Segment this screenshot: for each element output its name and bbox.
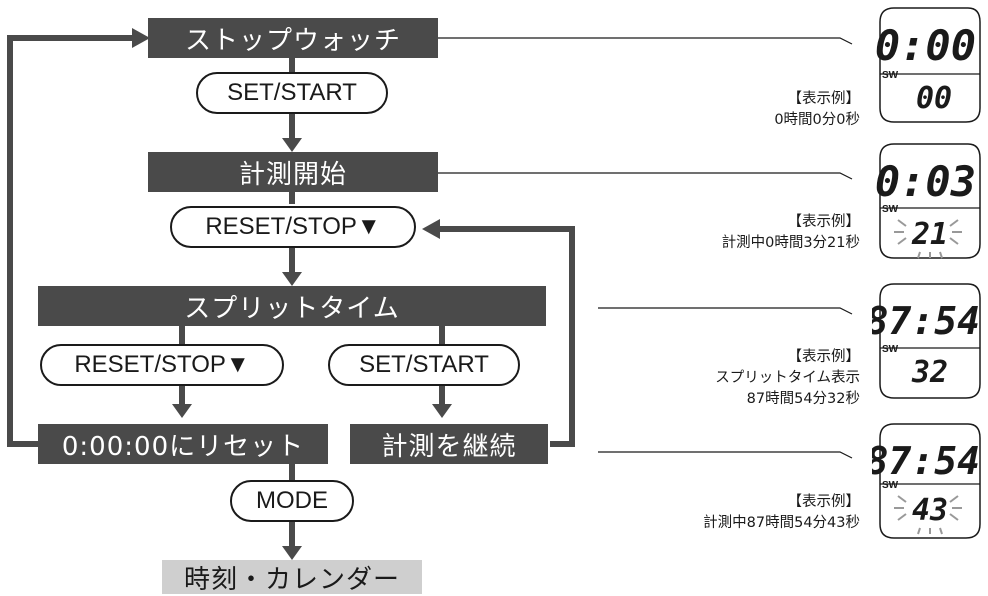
example-desc: 計測中0時間3分21秒 — [721, 235, 860, 251]
example-label: 【表示例】 — [787, 494, 861, 510]
mode-button[interactable]: MODE — [230, 480, 354, 522]
watch-display-3: 87:54 SW 32 — [872, 283, 981, 399]
example-note-3: 【表示例】 スプリットタイム表示 87時間54分32秒 — [650, 347, 860, 410]
watch-top-digits: 0:00 — [875, 21, 976, 70]
watch-display-4: 87:54 SW 43 — [872, 423, 981, 539]
example-label: 【表示例】 — [787, 214, 861, 230]
stopwatch-box: ストップウォッチ — [148, 18, 438, 58]
reset-zero-box: 0:00:00にリセット — [38, 424, 328, 464]
sw-label: SW — [882, 204, 899, 215]
watch-top-digits: 87:54 — [872, 439, 980, 483]
start-measure-box: 計測開始 — [148, 152, 438, 192]
example-note-2: 【表示例】 計測中0時間3分21秒 — [650, 212, 860, 254]
example-note-1: 【表示例】 0時間0分0秒 — [650, 89, 860, 131]
example-label: 【表示例】 — [787, 349, 861, 365]
example-desc2: 87時間54分32秒 — [746, 391, 860, 407]
watch-display-1: 0:00 SW 00 — [875, 7, 981, 123]
example-desc: スプリットタイム表示 — [715, 370, 860, 386]
watch-bottom-digits: 21 — [911, 217, 948, 252]
watch-display-2: 0:03 SW 21 — [875, 143, 981, 259]
sw-label: SW — [882, 480, 899, 491]
set-start-button-split[interactable]: SET/START — [328, 344, 520, 386]
blink-rays — [894, 495, 962, 535]
example-desc: 計測中87時間54分43秒 — [703, 515, 860, 531]
reset-stop-button[interactable]: RESET/STOP▼ — [170, 206, 416, 248]
watch-bottom-digits: 00 — [916, 81, 952, 116]
time-calendar-box: 時刻・カレンダー — [162, 560, 422, 595]
set-start-button[interactable]: SET/START — [196, 72, 388, 114]
continue-measure-box: 計測を継続 — [350, 424, 548, 464]
watch-bottom-digits: 43 — [912, 493, 948, 528]
example-label: 【表示例】 — [787, 91, 861, 107]
example-note-4: 【表示例】 計測中87時間54分43秒 — [650, 492, 860, 534]
watch-top-digits: 87:54 — [872, 299, 980, 343]
blink-rays — [894, 219, 962, 259]
sw-label: SW — [882, 344, 899, 355]
arrowhead — [282, 138, 302, 152]
watch-top-digits: 0:03 — [875, 157, 976, 206]
sw-label: SW — [882, 70, 899, 81]
split-time-box: スプリットタイム — [38, 286, 546, 326]
example-desc: 0時間0分0秒 — [774, 112, 860, 128]
watch-bottom-digits: 32 — [911, 355, 948, 390]
reset-stop-button-split[interactable]: RESET/STOP▼ — [40, 344, 284, 386]
